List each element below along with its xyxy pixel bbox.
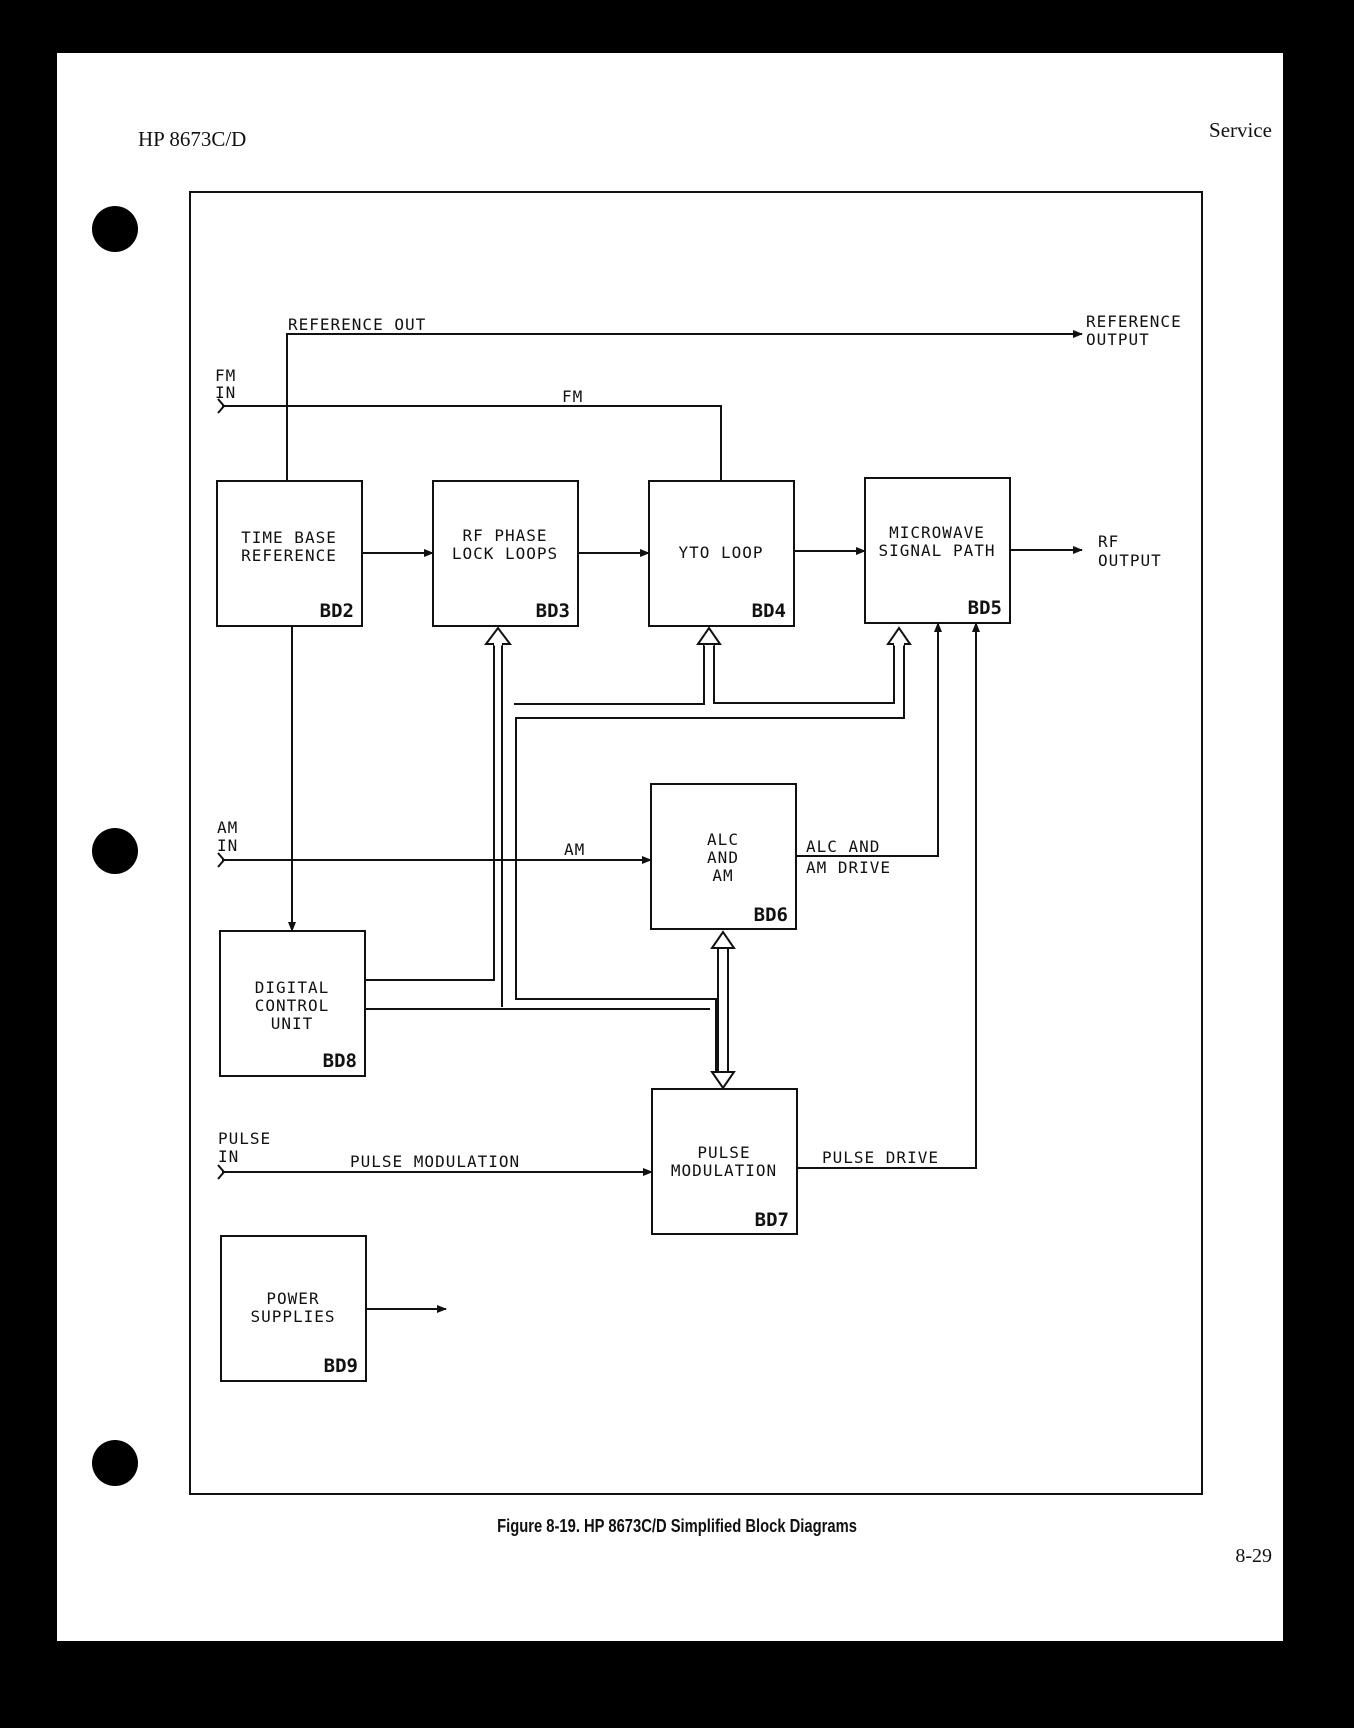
block-id: BD7 [755, 1209, 789, 1231]
block-label: TIME BASE [241, 528, 337, 547]
header-model: HP 8673C/D [138, 127, 247, 151]
block-label: MICROWAVE [889, 523, 985, 542]
fm-line [222, 405, 722, 481]
fm-in-label: FM [215, 366, 236, 385]
block-id: BD8 [323, 1050, 357, 1072]
alc-drive-label: AM DRIVE [806, 858, 891, 877]
header-section: Service [1209, 118, 1272, 142]
fm-in-connector [217, 398, 226, 414]
fm-in-label: IN [215, 383, 236, 402]
block-label: AM [712, 866, 733, 885]
reference-out-label: REFERENCE OUT [288, 315, 426, 334]
reference-out-line [286, 330, 1083, 481]
block-label: PULSE [697, 1143, 750, 1162]
pulse-modulation-label: PULSE MODULATION [350, 1152, 520, 1171]
block-label: MODULATION [671, 1161, 777, 1180]
block-id: BD2 [320, 600, 354, 622]
am-in-label: IN [217, 836, 238, 855]
block-id: BD4 [752, 600, 786, 622]
pulse-drive-label: PULSE DRIVE [822, 1148, 939, 1167]
block-id: BD6 [754, 904, 788, 926]
block-id: BD9 [324, 1355, 358, 1377]
am-in-connector [217, 852, 226, 868]
page-number: 8-29 [1235, 1545, 1272, 1567]
block-label: LOCK LOOPS [452, 544, 558, 563]
alc-am-drive-line [796, 622, 942, 857]
diagram-frame [189, 191, 1203, 1495]
pulse-in-label: PULSE [218, 1129, 271, 1148]
binder-hole [92, 828, 138, 874]
rf-output-label: RF [1098, 532, 1119, 551]
block-time-base-reference: TIME BASE REFERENCE BD2 [216, 480, 363, 627]
block-alc-and-am: ALC AND AM BD6 [650, 783, 797, 930]
block-label: REFERENCE [241, 546, 337, 565]
block-label: POWER [266, 1289, 319, 1308]
block-power-supplies: POWER SUPPLIES BD9 [220, 1235, 367, 1382]
pulse-drive-line [797, 622, 980, 1169]
block-label: YTO LOOP [678, 543, 763, 562]
block-label: AND [707, 848, 739, 867]
reference-output-label: REFERENCE [1086, 312, 1182, 331]
block-id: BD3 [536, 600, 570, 622]
block-label: SUPPLIES [250, 1307, 335, 1326]
binder-hole [92, 1440, 138, 1486]
block-digital-control-unit: DIGITAL CONTROL UNIT BD8 [219, 930, 366, 1077]
fm-label: FM [562, 387, 583, 406]
block-yto-loop: YTO LOOP BD4 [648, 480, 795, 627]
block-label: CONTROL [255, 996, 329, 1015]
reference-output-label: OUTPUT [1086, 330, 1150, 349]
alc-drive-label: ALC AND [806, 837, 880, 856]
block-id: BD5 [968, 597, 1002, 619]
block-microwave-signal-path: MICROWAVE SIGNAL PATH BD5 [864, 477, 1011, 624]
pulse-in-label: IN [218, 1147, 239, 1166]
block-label: UNIT [271, 1014, 314, 1033]
digital-control-bus [365, 626, 912, 1090]
block-label: RF PHASE [462, 526, 547, 545]
binder-hole [92, 206, 138, 252]
block-label: SIGNAL PATH [879, 541, 996, 560]
rf-output-label: OUTPUT [1098, 551, 1162, 570]
am-label: AM [564, 840, 585, 859]
block-label: ALC [707, 830, 739, 849]
page [57, 53, 1283, 1641]
block-label: DIGITAL [255, 978, 329, 997]
block-rf-phase-lock-loops: RF PHASE LOCK LOOPS BD3 [432, 480, 579, 627]
pulse-in-connector [217, 1164, 226, 1180]
figure-caption: Figure 8-19. HP 8673C/D Simplified Block… [497, 1516, 857, 1536]
am-in-label: AM [217, 818, 238, 837]
block-pulse-modulation: PULSE MODULATION BD7 [651, 1088, 798, 1235]
